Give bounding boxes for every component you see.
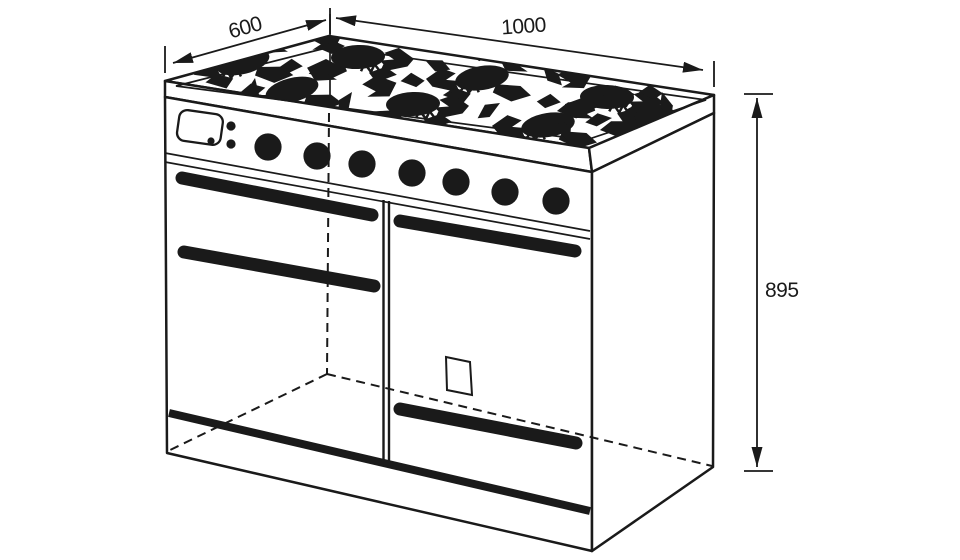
pan-support-shard — [585, 113, 612, 127]
hidden-bottom-back-edge — [326, 373, 713, 467]
width-dimension-line — [335, 15, 704, 73]
control-knob — [542, 187, 570, 215]
hidden-back-left-edge — [326, 112, 330, 375]
indicator-dot-top — [226, 121, 236, 131]
hidden-edges — [167, 112, 713, 467]
control-knob — [398, 159, 426, 187]
right-drawer-handle — [393, 402, 583, 450]
control-knob — [442, 168, 470, 196]
control-knob — [348, 150, 376, 178]
fascia-and-doors — [164, 152, 591, 515]
fascia-bottom-line — [164, 152, 591, 232]
pan-support-shard — [659, 92, 673, 118]
pan-support-shard — [634, 105, 648, 133]
control-knob — [491, 178, 519, 206]
depth-dimension-line — [172, 19, 327, 64]
indicator-dot-bottom — [226, 139, 236, 149]
pan-support-shard — [557, 118, 571, 143]
left-grill-door-handle — [175, 171, 379, 222]
timer-display — [175, 108, 224, 147]
timer-button — [207, 137, 215, 145]
doors-top-line — [164, 161, 591, 240]
control-knobs — [254, 133, 570, 215]
burner-cap — [265, 76, 319, 104]
control-knob — [303, 142, 331, 170]
right-side-face — [590, 111, 716, 553]
control-knob — [254, 133, 282, 161]
cooker-body — [163, 34, 716, 553]
doors-bottom-shadow — [168, 409, 591, 515]
burner-cap — [386, 91, 440, 117]
dimension-width-label: 1000 — [500, 13, 546, 39]
pan-support-shard — [477, 103, 500, 119]
right-oven-door-handle — [393, 214, 582, 258]
control-panel — [175, 108, 570, 215]
dimension-height-label: 895 — [765, 279, 799, 302]
rating-label — [444, 355, 474, 397]
left-oven-door-handle — [177, 245, 381, 293]
